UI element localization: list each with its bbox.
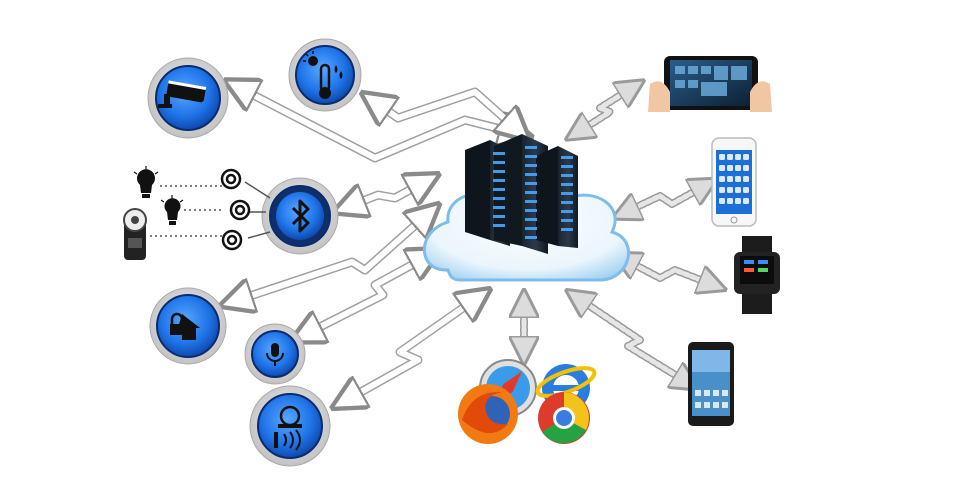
arrows-right <box>524 86 716 384</box>
web-browsers-icon[interactable] <box>458 359 598 444</box>
server-led <box>561 201 573 204</box>
smartwatch-icon[interactable] <box>734 236 780 314</box>
server-led <box>561 219 573 222</box>
app-icon <box>735 165 741 171</box>
server-led <box>525 155 537 158</box>
arrow-watch <box>622 258 716 286</box>
arrow-weather <box>372 89 520 132</box>
arrow-tablet <box>575 86 635 134</box>
app-icon <box>719 198 725 204</box>
app-icon <box>743 176 749 182</box>
smartphone-icon[interactable] <box>711 137 757 227</box>
smart-plug-icon <box>220 168 251 251</box>
arrows-left <box>232 86 520 402</box>
app-icon <box>743 198 749 204</box>
app-icon <box>719 165 725 171</box>
smart-home-lock-icon[interactable] <box>149 287 227 365</box>
arrow-android <box>575 296 690 384</box>
app-icon <box>727 187 733 193</box>
microphone-icon[interactable] <box>244 323 306 385</box>
chrome-logo-icon <box>538 392 590 444</box>
app-icon <box>727 198 733 204</box>
server-led <box>561 183 573 186</box>
security-camera-icon[interactable] <box>147 57 229 139</box>
server-led <box>493 206 505 209</box>
server-led <box>525 209 537 212</box>
light-bulb-icon <box>160 195 184 225</box>
server-led <box>525 236 537 239</box>
server-led <box>493 215 505 218</box>
server-rack-right <box>536 146 578 248</box>
app-icon <box>727 176 733 182</box>
app-icon <box>719 154 725 160</box>
server-led <box>525 182 537 185</box>
bluetooth-icon[interactable] <box>261 177 339 255</box>
app-icon <box>735 154 741 160</box>
server-led <box>493 224 505 227</box>
server-led <box>525 173 537 176</box>
server-led <box>561 165 573 168</box>
server-led <box>493 188 505 191</box>
alarm-bell-icon[interactable] <box>249 385 331 467</box>
app-icon <box>735 198 741 204</box>
server-led <box>525 164 537 167</box>
server-led <box>493 179 505 182</box>
light-bulb-icon <box>133 166 159 198</box>
server-led <box>561 210 573 213</box>
server-led <box>561 174 573 177</box>
tablet-icon[interactable] <box>648 56 772 112</box>
server-led <box>493 197 505 200</box>
server-led <box>525 191 537 194</box>
server-led <box>525 227 537 230</box>
app-icon <box>743 165 749 171</box>
weather-thermometer-icon[interactable] <box>288 38 362 112</box>
server-led <box>525 200 537 203</box>
server-led <box>493 170 505 173</box>
android-phone-icon[interactable] <box>688 342 734 426</box>
app-icon <box>727 165 733 171</box>
door-lock-device-icon <box>123 208 147 260</box>
app-icon <box>719 176 725 182</box>
server-led <box>561 228 573 231</box>
app-icon <box>727 154 733 160</box>
arrow-bell <box>343 296 480 402</box>
app-icon <box>743 154 749 160</box>
server-led <box>525 146 537 149</box>
app-icon <box>735 187 741 193</box>
arrow-iphone <box>622 184 708 214</box>
firefox-logo-icon <box>458 384 518 444</box>
server-led <box>493 152 505 155</box>
arrow-bluetooth <box>345 180 428 208</box>
app-icon <box>743 187 749 193</box>
server-led <box>561 156 573 159</box>
cloud-server-icon <box>422 134 630 282</box>
app-icon <box>735 176 741 182</box>
server-led <box>525 218 537 221</box>
server-led <box>493 161 505 164</box>
smart-devices-cluster <box>123 166 271 260</box>
server-led <box>561 192 573 195</box>
app-icon <box>719 187 725 193</box>
